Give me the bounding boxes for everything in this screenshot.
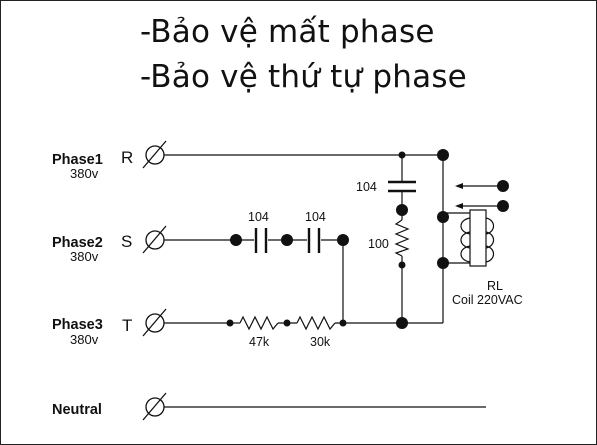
relay-name-label: RL [487, 279, 503, 293]
cap1-label: 104 [248, 210, 269, 224]
cap3-label: 104 [356, 180, 377, 194]
junction-dots [226, 149, 509, 329]
terminal-s-symbol [142, 225, 167, 254]
terminal-r-symbol [142, 140, 167, 169]
terminal-r-label: R [121, 148, 133, 167]
phase3-label: Phase3 [52, 317, 103, 333]
phase1-voltage: 380v [70, 166, 99, 181]
res-vertical-label: 100 [368, 237, 389, 251]
wiring [164, 154, 503, 408]
res1-label: 47k [249, 335, 270, 349]
relay-coil [460, 209, 495, 267]
terminal-s-label: S [121, 232, 132, 251]
resistor-47k [239, 315, 279, 331]
title-line-1: -Bảo vệ mất phase [140, 14, 435, 50]
capacitor-104-2 [307, 228, 321, 253]
title-line-2: -Bảo vệ thứ tự phase [140, 59, 467, 95]
resistor-100 [394, 219, 410, 257]
phase2-voltage: 380v [70, 249, 99, 264]
relay-coil-label: Coil 220VAC [452, 293, 523, 307]
terminal-t-symbol [142, 308, 167, 337]
res2-label: 30k [310, 335, 331, 349]
capacitor-104-3 [388, 180, 416, 193]
relay-contact-arrows [455, 183, 463, 209]
terminal-neutral-symbol [142, 392, 167, 421]
terminal-t-label: T [122, 316, 132, 335]
neutral-label: Neutral [52, 402, 102, 418]
capacitor-104-1 [254, 228, 268, 253]
phase2-label: Phase2 [52, 235, 103, 251]
cap2-label: 104 [305, 210, 326, 224]
phase1-label: Phase1 [52, 152, 103, 168]
resistor-30k [296, 315, 336, 331]
phase3-voltage: 380v [70, 332, 99, 347]
